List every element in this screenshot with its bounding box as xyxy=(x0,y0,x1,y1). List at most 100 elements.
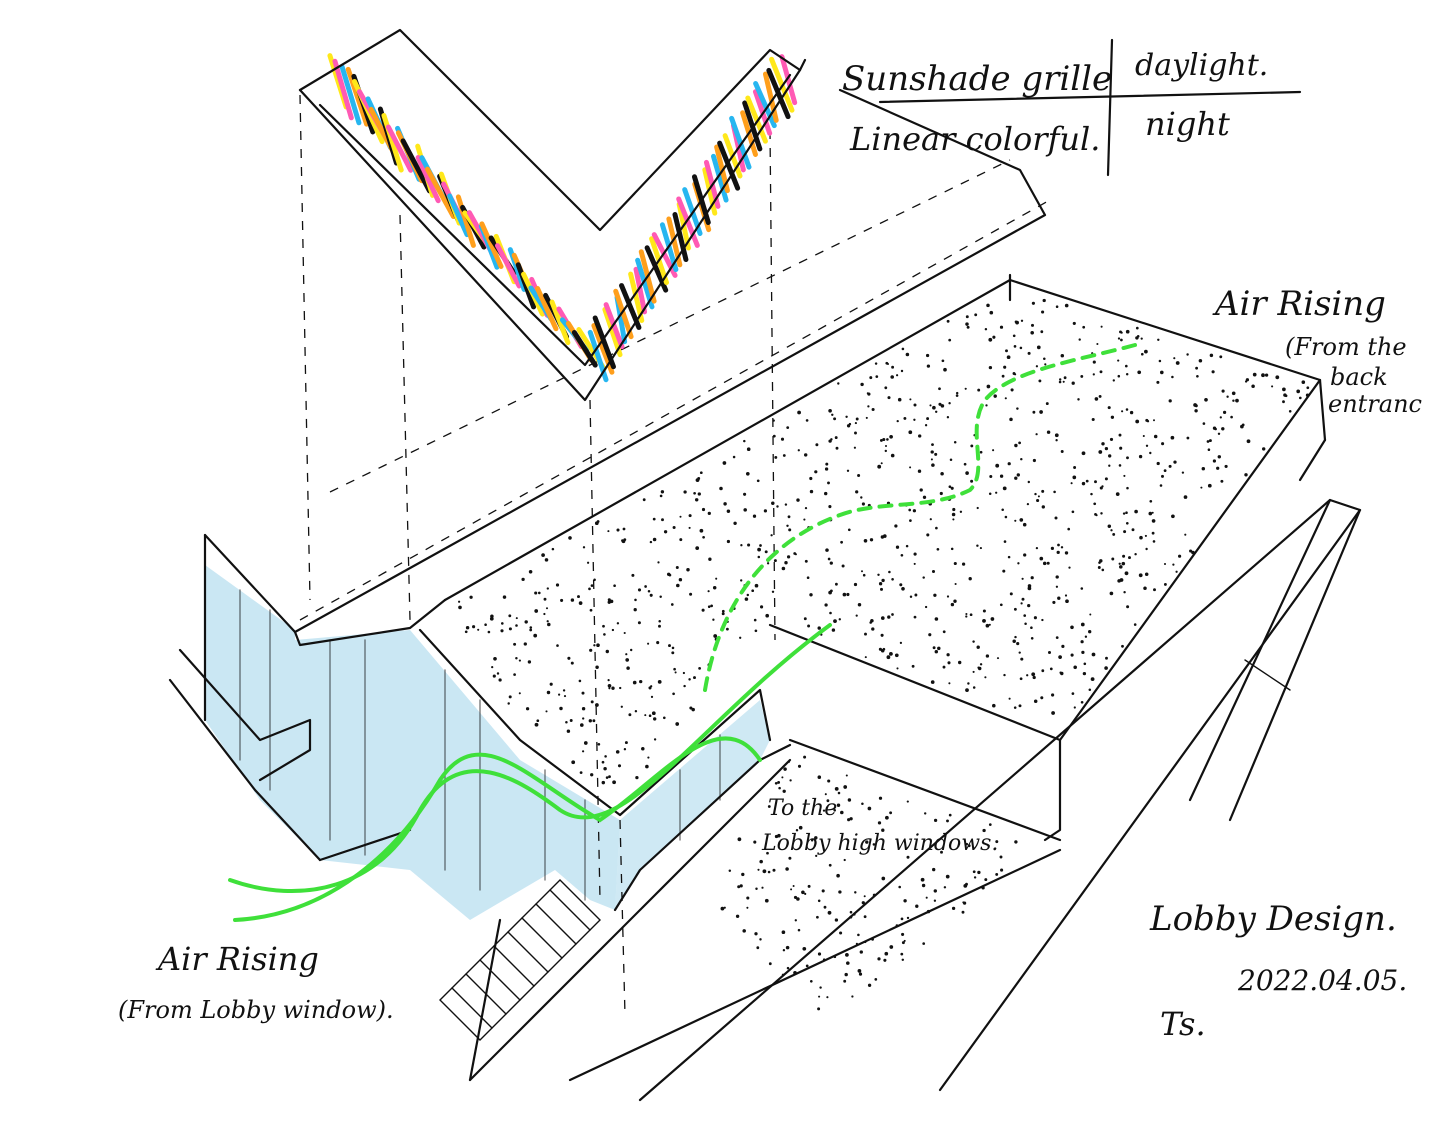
stipple-dot xyxy=(1151,531,1155,535)
stipple-dot xyxy=(814,470,818,474)
stipple-dot xyxy=(1093,502,1097,506)
stipple-dot xyxy=(865,840,869,844)
grille-stroke xyxy=(424,166,456,219)
stipple-dot xyxy=(508,614,512,618)
stipple-dot xyxy=(652,517,656,521)
stipple-dot xyxy=(901,932,905,936)
stipple-dot xyxy=(1073,466,1077,469)
stipple-dot xyxy=(933,593,937,597)
stipple-dot xyxy=(563,695,567,698)
stipple-dot xyxy=(1027,603,1031,608)
stipple-dot xyxy=(500,629,504,633)
stipple-dot xyxy=(955,391,959,395)
stipple-dot xyxy=(744,597,749,601)
stipple-dot xyxy=(691,707,695,712)
stipple-dot xyxy=(1207,448,1211,451)
stipple-dot xyxy=(622,527,626,531)
stipple-dot xyxy=(1133,623,1137,626)
stipple-dot xyxy=(867,405,870,408)
stipple-dot xyxy=(809,979,813,983)
stipple-dot xyxy=(1121,561,1126,566)
stipple-dot xyxy=(831,628,836,632)
stipple-dot xyxy=(1082,671,1087,676)
stipple-dot xyxy=(611,628,615,632)
stipple-dot xyxy=(1042,561,1047,566)
stipple-dot xyxy=(653,717,657,721)
stipple-dot xyxy=(1081,451,1086,456)
stipple-dot xyxy=(880,462,883,465)
stipple-dot xyxy=(1178,554,1182,558)
stipple-dot xyxy=(932,405,936,410)
stipple-dot xyxy=(782,949,786,952)
stipple-dot xyxy=(949,458,953,461)
grille-stroke xyxy=(592,315,616,370)
stipple-dot xyxy=(533,633,538,638)
stipple-dot xyxy=(1040,330,1044,334)
stipple-dot xyxy=(768,962,772,966)
stipple-dot xyxy=(781,930,786,935)
stipple-dot xyxy=(1283,393,1287,397)
stipple-dot xyxy=(1156,380,1160,384)
stipple-dot xyxy=(1117,359,1120,362)
stipple-dot xyxy=(1140,337,1143,340)
stipple-dot xyxy=(995,840,999,844)
stipple-dot xyxy=(855,490,859,494)
stipple-dot xyxy=(759,544,762,547)
stipple-dot xyxy=(880,616,885,620)
stipple-dot xyxy=(968,577,972,581)
stipple-dot xyxy=(803,755,807,759)
stipple-dot xyxy=(974,313,978,317)
stipple-dot xyxy=(896,419,899,423)
stipple-dot xyxy=(1275,375,1280,380)
stipple-dot xyxy=(634,709,638,713)
stipple-dot xyxy=(1104,477,1108,481)
stipple-dot xyxy=(932,646,936,650)
stipple-dot xyxy=(1051,693,1055,697)
stipple-dot xyxy=(992,449,995,452)
stipple-dot xyxy=(1043,357,1046,360)
stipple-dot xyxy=(881,876,886,881)
stipple-dot xyxy=(928,633,932,637)
stipple-dot xyxy=(1204,397,1208,402)
stipple-dot xyxy=(699,471,703,475)
stipple-dot xyxy=(698,667,701,670)
stipple-dot xyxy=(1018,441,1021,445)
stipple-dot xyxy=(1034,492,1037,496)
stipple-dot xyxy=(773,559,777,563)
stipple-dot xyxy=(1111,557,1115,561)
stipple-dot xyxy=(976,645,980,649)
stipple-dot xyxy=(739,636,742,639)
stipple-dot xyxy=(766,562,770,565)
stipple-dot xyxy=(1216,466,1220,470)
stipple-dot xyxy=(737,885,741,889)
stipple-dot xyxy=(1120,338,1123,342)
stipple-dot xyxy=(995,491,998,494)
stipple-dot xyxy=(882,437,886,442)
stipple-dot xyxy=(785,945,790,950)
signature-initials: Ts. xyxy=(1160,1005,1206,1043)
stipple-dot xyxy=(1143,586,1147,591)
stipple-dot xyxy=(1139,535,1143,540)
stipple-dot xyxy=(1109,591,1114,596)
stipple-dot xyxy=(581,750,585,753)
stipple-dot xyxy=(641,746,645,751)
stipple-dot xyxy=(935,526,938,530)
stipple-dot xyxy=(1085,479,1089,483)
stipple-dot xyxy=(708,557,712,561)
stipple-dot xyxy=(789,779,792,782)
stipple-dot xyxy=(1014,519,1017,522)
stipple-dot xyxy=(854,891,857,894)
stipple-dot xyxy=(1171,375,1174,379)
stipple-dot xyxy=(701,608,705,612)
stipple-dot xyxy=(601,780,606,785)
stipple-dot xyxy=(666,572,671,577)
stipple-dot xyxy=(1181,471,1185,474)
stipple-dot xyxy=(1101,442,1105,446)
stipple-dot xyxy=(970,479,974,483)
stipple-dot xyxy=(570,598,575,602)
stipple-dot xyxy=(770,534,773,537)
stipple-dot xyxy=(859,950,863,954)
stipple-dot xyxy=(1091,652,1096,657)
stipple-dot xyxy=(842,592,847,597)
stipple-dot xyxy=(930,680,935,684)
